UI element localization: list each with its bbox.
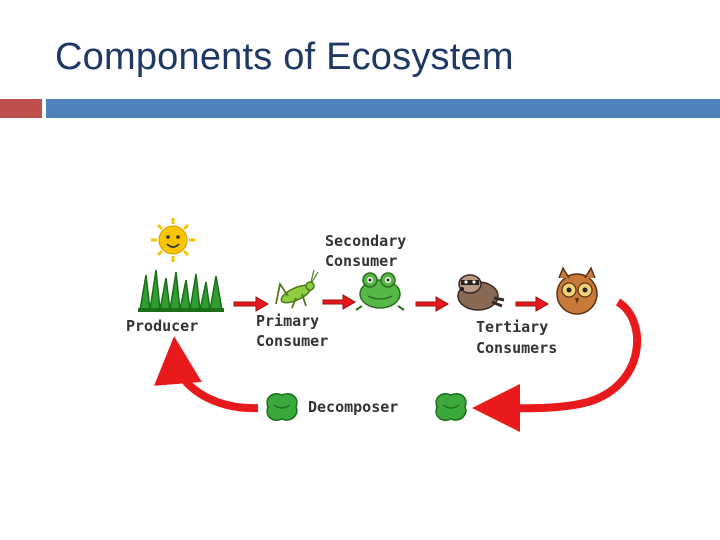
- arrow-secondary-to-tertiary: [415, 296, 449, 312]
- label-decomposer: Decomposer: [308, 398, 398, 416]
- arrow-decomposer-to-producer: [154, 336, 259, 413]
- arrow-raccoon-to-owl: [515, 296, 549, 312]
- arrow-producer-to-primary: [233, 296, 269, 312]
- label-secondary-line2: Consumer: [325, 252, 397, 270]
- arrow-primary-to-secondary: [322, 294, 356, 310]
- title-accent-bar-blue: [46, 99, 720, 118]
- label-primary-line1: Primary: [256, 312, 319, 330]
- food-chain-diagram: Producer Primary Consumer Secondary Cons…: [118, 210, 658, 450]
- decomposer-left-icon: [266, 393, 298, 421]
- label-tertiary-line1: Tertiary: [476, 318, 548, 336]
- sun-icon: [151, 218, 195, 262]
- label-tertiary-line2: Consumers: [476, 339, 557, 357]
- decomposer-right-icon: [435, 393, 467, 421]
- grasshopper-icon: [275, 269, 319, 309]
- arrow-tertiary-to-decomposer: [472, 298, 642, 433]
- label-primary-line2: Consumer: [256, 332, 328, 350]
- grass-icon: [138, 269, 224, 312]
- frog-icon: [355, 272, 405, 311]
- food-chain-svg: Producer Primary Consumer Secondary Cons…: [126, 218, 642, 433]
- slide-title: Components of Ecosystem: [55, 36, 514, 78]
- title-accent-bar-red: [0, 99, 42, 118]
- label-secondary-line1: Secondary: [325, 232, 406, 250]
- label-producer: Producer: [126, 317, 198, 335]
- owl-icon: [556, 266, 598, 315]
- raccoon-icon: [457, 274, 505, 311]
